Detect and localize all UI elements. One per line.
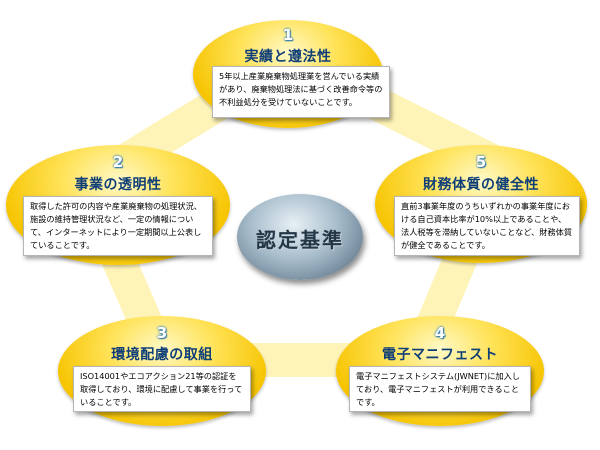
criterion-1-title: 実績と遵法性 bbox=[244, 49, 332, 65]
criterion-2-title: 事業の透明性 bbox=[74, 177, 162, 193]
center-node: 認定基準 bbox=[237, 194, 363, 280]
criterion-4-number: 4 bbox=[434, 324, 446, 342]
criterion-1-number: 1 bbox=[282, 26, 294, 44]
criterion-5-description: 直前3事業年度のうちいずれかの事業年度における自己資本比率が10%以上であること… bbox=[394, 196, 580, 256]
criterion-1-description: 5年以上産業廃棄物処理業を営んでいる実績があり、廃棄物処理法に基づく改善命令等の… bbox=[212, 66, 390, 118]
criterion-3-title: 環境配慮の取組 bbox=[111, 347, 213, 363]
criterion-2-description: 取得した許可の内容や産業廃棄物の処理状況、施設の維持管理状況など、一定の情報につ… bbox=[23, 196, 213, 256]
criterion-5-number: 5 bbox=[475, 153, 487, 171]
center-label: 認定基準 bbox=[256, 228, 344, 252]
criterion-2-number: 2 bbox=[112, 153, 124, 171]
criterion-3-number: 3 bbox=[156, 324, 168, 342]
criterion-4-title: 電子マニフェスト bbox=[382, 347, 498, 363]
criterion-5-title: 財務体質の健全性 bbox=[423, 177, 539, 193]
criterion-4-description: 電子マニフェストシステム(JWNET)に加入しており、電子マニフェストが利用でき… bbox=[349, 366, 531, 412]
criterion-3-description: ISO14001やエコアクション21等の認証を取得しており、環境に配慮して事業を… bbox=[73, 366, 251, 412]
